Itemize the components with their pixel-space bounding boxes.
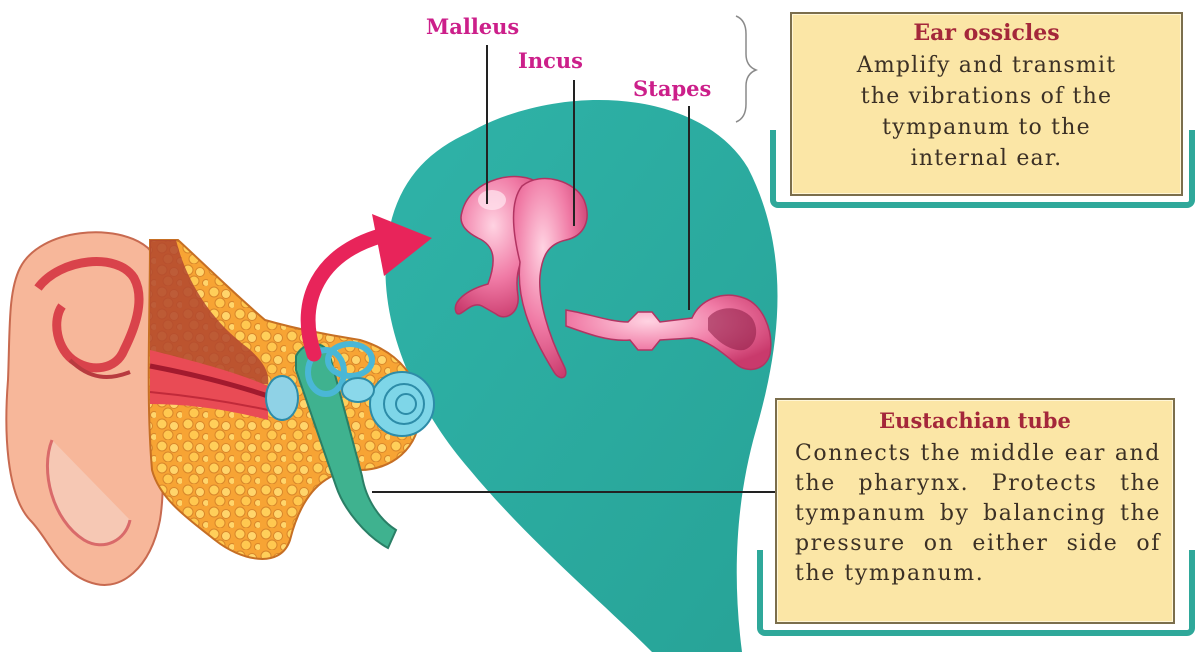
stapes-label: Stapes	[633, 76, 711, 101]
ossicles-bracket	[736, 16, 756, 122]
eustachian-info-box: Eustachian tube Connects the middle ear …	[775, 398, 1175, 624]
incus-label: Incus	[518, 48, 583, 73]
ossicles-box-title: Ear ossicles	[792, 20, 1181, 46]
ossicles-info-box: Ear ossicles Amplify and transmit the vi…	[790, 12, 1183, 196]
outer-ear-illustration	[6, 232, 162, 585]
magnified-view-bubble	[385, 100, 777, 652]
ossicles-box-text: Amplify and transmit the vibrations of t…	[792, 50, 1181, 174]
eustachian-box-text: Connects the middle ear and the pharynx.…	[795, 439, 1161, 589]
malleus-label: Malleus	[426, 14, 519, 39]
eustachian-box-title: Eustachian tube	[777, 408, 1173, 433]
